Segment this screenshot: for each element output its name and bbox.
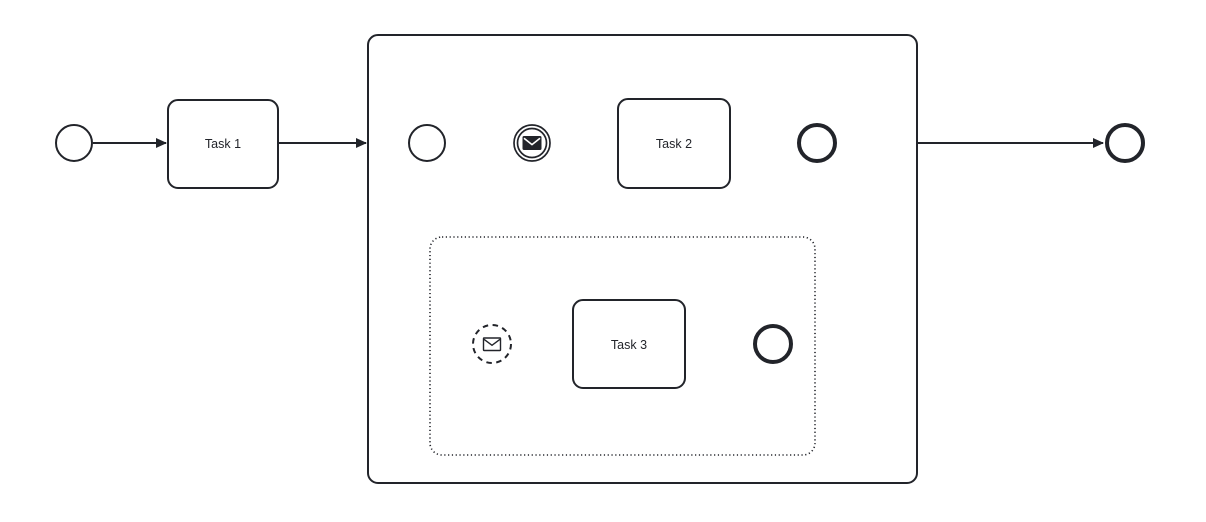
task-3-label: Task 3 — [611, 338, 647, 352]
task-2-label: Task 2 — [656, 137, 692, 151]
end-event-main[interactable] — [1105, 123, 1145, 163]
envelope-filled-icon — [522, 136, 542, 150]
task-3-shape[interactable] — [572, 299, 686, 389]
subprocess-start-event[interactable] — [408, 124, 446, 162]
task-2[interactable]: Task 2 — [617, 98, 731, 189]
event-subprocess-end-event[interactable] — [753, 324, 793, 364]
task-1-label: Task 1 — [205, 137, 241, 151]
task-2-shape[interactable] — [617, 98, 731, 189]
task-3[interactable]: Task 3 — [572, 299, 686, 389]
subprocess-end-event[interactable] — [797, 123, 837, 163]
start-event-main[interactable] — [55, 124, 93, 162]
task-1[interactable]: Task 1 — [167, 99, 279, 189]
message-start-event-non-interrupting[interactable] — [472, 324, 512, 364]
message-intermediate-event[interactable] — [513, 124, 551, 162]
task-1-shape[interactable] — [167, 99, 279, 189]
envelope-outline-icon — [482, 337, 502, 352]
